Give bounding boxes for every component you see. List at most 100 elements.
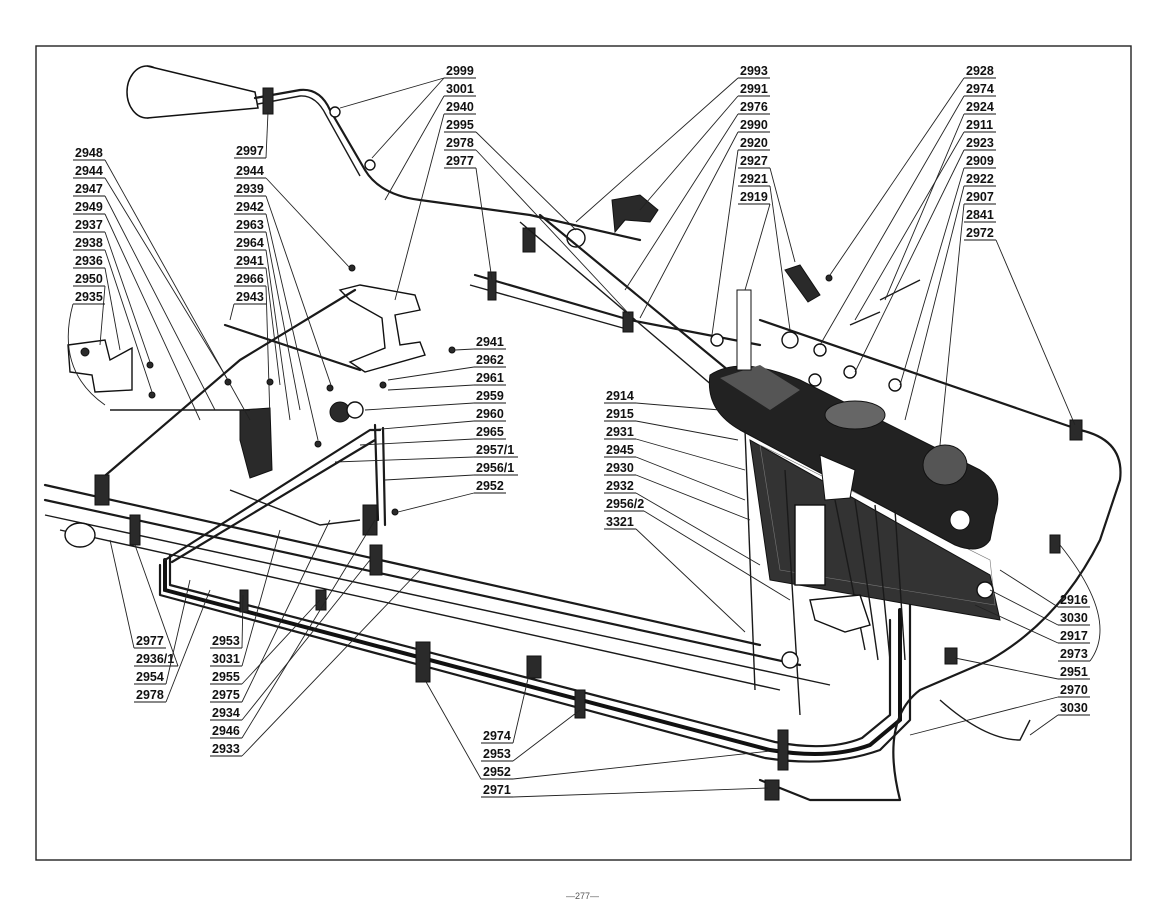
throttle-rod (253, 88, 642, 242)
part-number: 2976 (740, 100, 768, 114)
part-number: 2952 (476, 479, 504, 493)
part-number: 2917 (1060, 629, 1088, 643)
part-number: 2962 (476, 353, 504, 367)
part-number: 2964 (236, 236, 264, 250)
part-number: 2974 (966, 82, 994, 96)
label-group-left: 2948 2944 2947 2949 2937 2938 2936 2950 … (67, 146, 251, 421)
part-number: 2990 (740, 118, 768, 132)
label-group-mid-left: 2944 2939 2942 2963 2964 2941 2966 2943 (229, 164, 351, 441)
part-number: 2911 (966, 118, 993, 132)
part-number: 2939 (236, 182, 264, 196)
label-group-quadrant: 2914 2915 2931 2945 2930 2932 2956/2 332… (604, 389, 791, 633)
part-number: 3321 (606, 515, 634, 529)
throttle-quadrant (708, 289, 1001, 716)
part-number: 2936 (75, 254, 103, 268)
part-number: 3030 (1060, 701, 1088, 715)
diagram-frame (35, 45, 1132, 861)
part-number: 2932 (606, 479, 634, 493)
part-number: 2947 (75, 182, 103, 196)
part-number: 2923 (966, 136, 994, 150)
part-number: 2931 (606, 425, 634, 439)
part-number: 2997 (236, 144, 264, 158)
part-number: 2953 (483, 747, 511, 761)
part-number: 2942 (236, 200, 264, 214)
part-number: 2909 (966, 154, 994, 168)
part-number: 2960 (476, 407, 504, 421)
part-number: 2916 (1060, 593, 1088, 607)
part-number: 2991 (740, 82, 768, 96)
label-group-center: 2941 2962 2961 2959 2960 2965 2957/1 295… (334, 335, 518, 513)
part-number: 2965 (476, 425, 504, 439)
mounting-bracket (338, 284, 426, 373)
part-number: 2907 (966, 190, 994, 204)
label-group-top-right-a: 2993 2991 2976 2990 2920 2927 2921 2919 (575, 64, 796, 336)
part-number: 2953 (212, 634, 240, 648)
part-number: 2977 (136, 634, 164, 648)
part-number: 2971 (483, 783, 511, 797)
part-number: 2935 (75, 290, 103, 304)
part-number: 2956/2 (606, 497, 644, 511)
part-number: 2914 (606, 389, 634, 403)
part-number: 2941 (236, 254, 264, 268)
label-group-top-center: 2999 3001 2940 2995 2978 2977 (339, 64, 631, 316)
part-number: 2841 (966, 208, 994, 222)
part-number: 2978 (446, 136, 474, 150)
part-number: 2945 (606, 443, 634, 457)
part-number: 2993 (740, 64, 768, 78)
part-number: 2972 (966, 226, 994, 240)
left-bracket (67, 339, 133, 393)
part-number: 2955 (212, 670, 240, 684)
part-number: 2959 (476, 389, 504, 403)
part-number: 2928 (966, 64, 994, 78)
part-number: 2940 (446, 100, 474, 114)
part-number: 3030 (1060, 611, 1088, 625)
part-number: 2951 (1060, 665, 1088, 679)
part-number: 2995 (446, 118, 474, 132)
part-number: 2970 (1060, 683, 1088, 697)
label-group-bottom-center: 2974 2953 2952 2971 (424, 669, 781, 798)
part-number: 2948 (75, 146, 103, 160)
part-number: 3001 (446, 82, 474, 96)
part-number: 2941 (476, 335, 504, 349)
part-number: 2944 (236, 164, 264, 178)
part-number: 2930 (606, 461, 634, 475)
label-group-top-right-b: 2928 2974 2924 2911 2923 2909 2922 2907 … (819, 64, 1076, 446)
part-number: 2952 (483, 765, 511, 779)
part-number: 2944 (75, 164, 103, 178)
part-number: 2919 (740, 190, 768, 204)
label-group-right: 2916 3030 2917 2973 2951 2970 3030 (909, 544, 1101, 736)
part-number: 2937 (75, 218, 103, 232)
part-number: 3031 (212, 652, 240, 666)
part-number: 2966 (236, 272, 264, 286)
part-number: 2915 (606, 407, 634, 421)
assembly-drawing (43, 65, 1122, 802)
part-number: 2924 (966, 100, 994, 114)
label-group-bottom-left: 2977 2936/1 2954 2978 (109, 539, 211, 703)
throttle-grip (146, 65, 259, 119)
right-loop-pipe (758, 318, 1122, 802)
part-number: 2921 (740, 172, 768, 186)
part-number: 2936/1 (136, 652, 174, 666)
part-number: 2954 (136, 670, 164, 684)
part-number: 2927 (740, 154, 768, 168)
part-number: 2938 (75, 236, 103, 250)
label-group-bottom-mid: 2953 3031 2955 2975 2934 2946 2933 (210, 519, 421, 757)
part-number: 2956/1 (476, 461, 514, 475)
part-number: 2975 (212, 688, 240, 702)
part-number: 2946 (212, 724, 240, 738)
bracket-top (611, 194, 659, 234)
part-number: 2961 (476, 371, 504, 385)
part-number: 2922 (966, 172, 994, 186)
part-number: 2999 (446, 64, 474, 78)
page-number: —277— (566, 891, 600, 901)
part-number: 2973 (1060, 647, 1088, 661)
part-number: 2974 (483, 729, 511, 743)
part-number: 2943 (236, 290, 264, 304)
control-pipe-bundle (163, 558, 902, 756)
part-number: 2957/1 (476, 443, 514, 457)
part-number: 2920 (740, 136, 768, 150)
part-number: 2950 (75, 272, 103, 286)
part-number: 2978 (136, 688, 164, 702)
part-number: 2934 (212, 706, 240, 720)
